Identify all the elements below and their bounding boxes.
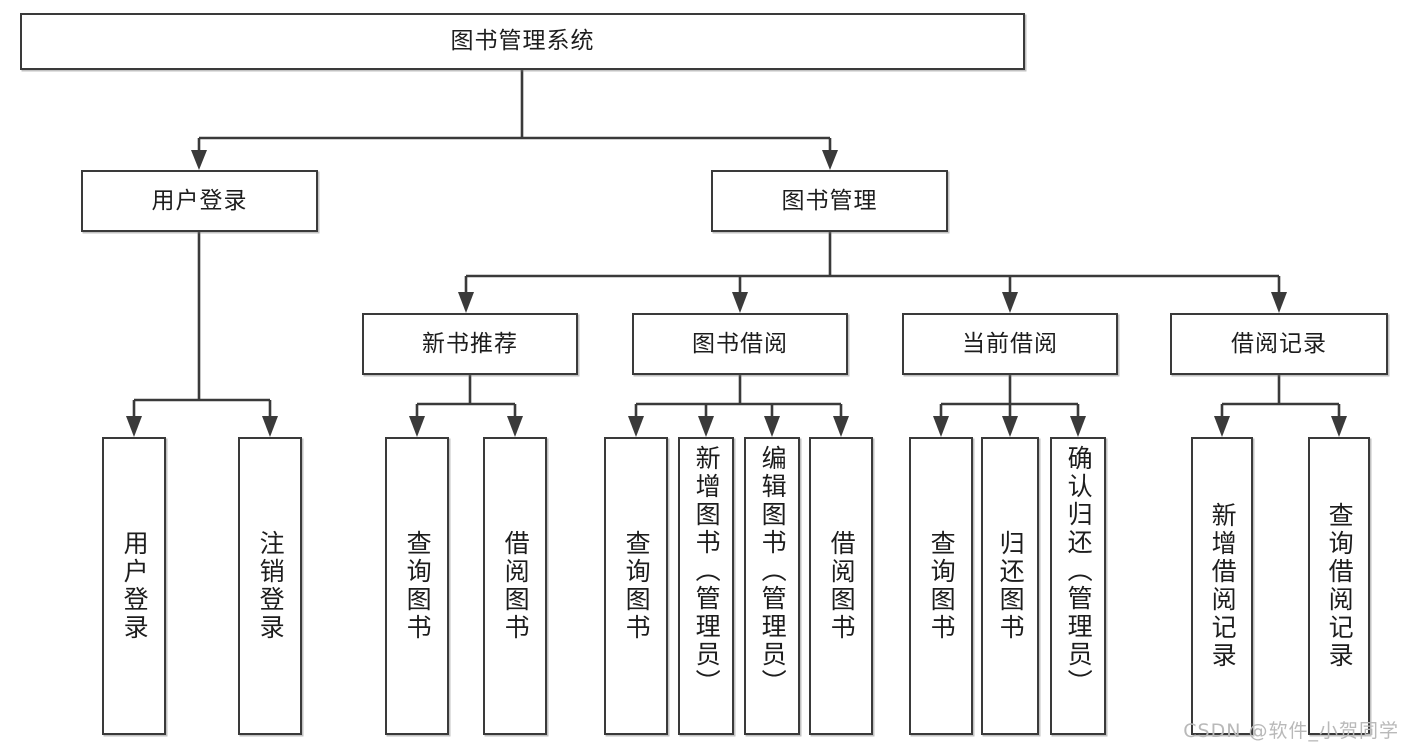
node-label: 图书管理 xyxy=(781,187,878,214)
node-label: 查询图书 xyxy=(622,530,652,642)
node-user-login[interactable]: 用户登录 xyxy=(81,170,318,232)
leaf-query-borrow-record[interactable]: 查询借阅记录 xyxy=(1308,437,1370,735)
node-label: 图书管理系统 xyxy=(450,28,595,55)
node-root-system[interactable]: 图书管理系统 xyxy=(20,13,1025,70)
leaf-query-book-current[interactable]: 查询图书 xyxy=(909,437,973,735)
leaf-confirm-return-admin[interactable]: 确认归还（管理员） xyxy=(1050,437,1106,735)
node-label: 借阅图书 xyxy=(827,530,857,642)
leaf-add-book-admin[interactable]: 新增图书（管理员） xyxy=(678,437,734,735)
leaf-borrow-book[interactable]: 借阅图书 xyxy=(809,437,873,735)
node-label: 当前借阅 xyxy=(962,330,1058,357)
node-label: 图书借阅 xyxy=(692,330,788,357)
node-borrow-record[interactable]: 借阅记录 xyxy=(1170,313,1388,375)
node-label: 新增图书（管理员） xyxy=(692,445,722,697)
leaf-return-book[interactable]: 归还图书 xyxy=(981,437,1039,735)
leaf-user-login[interactable]: 用户登录 xyxy=(102,437,166,735)
node-label: 新增借阅记录 xyxy=(1208,502,1238,670)
node-label: 归还图书 xyxy=(996,530,1026,642)
node-label: 用户登录 xyxy=(151,187,248,214)
leaf-logout[interactable]: 注销登录 xyxy=(238,437,302,735)
node-current-borrow[interactable]: 当前借阅 xyxy=(902,313,1118,375)
node-label: 用户登录 xyxy=(120,530,150,642)
node-label: 确认归还（管理员） xyxy=(1064,445,1094,697)
node-label: 新书推荐 xyxy=(422,330,518,357)
node-label: 查询图书 xyxy=(927,530,957,642)
node-book-borrow[interactable]: 图书借阅 xyxy=(632,313,848,375)
node-label: 查询图书 xyxy=(403,530,433,642)
node-label: 借阅图书 xyxy=(501,530,531,642)
leaf-add-borrow-record[interactable]: 新增借阅记录 xyxy=(1191,437,1253,735)
leaf-borrow-book-recommend[interactable]: 借阅图书 xyxy=(483,437,547,735)
node-book-management[interactable]: 图书管理 xyxy=(711,170,948,232)
node-label: 查询借阅记录 xyxy=(1325,502,1355,670)
node-new-book-recommend[interactable]: 新书推荐 xyxy=(362,313,578,375)
leaf-edit-book-admin[interactable]: 编辑图书（管理员） xyxy=(744,437,800,735)
leaf-query-book-borrow[interactable]: 查询图书 xyxy=(604,437,668,735)
node-label: 注销登录 xyxy=(256,530,286,642)
node-label: 借阅记录 xyxy=(1231,330,1327,357)
leaf-query-book-recommend[interactable]: 查询图书 xyxy=(385,437,449,735)
node-label: 编辑图书（管理员） xyxy=(758,445,788,697)
